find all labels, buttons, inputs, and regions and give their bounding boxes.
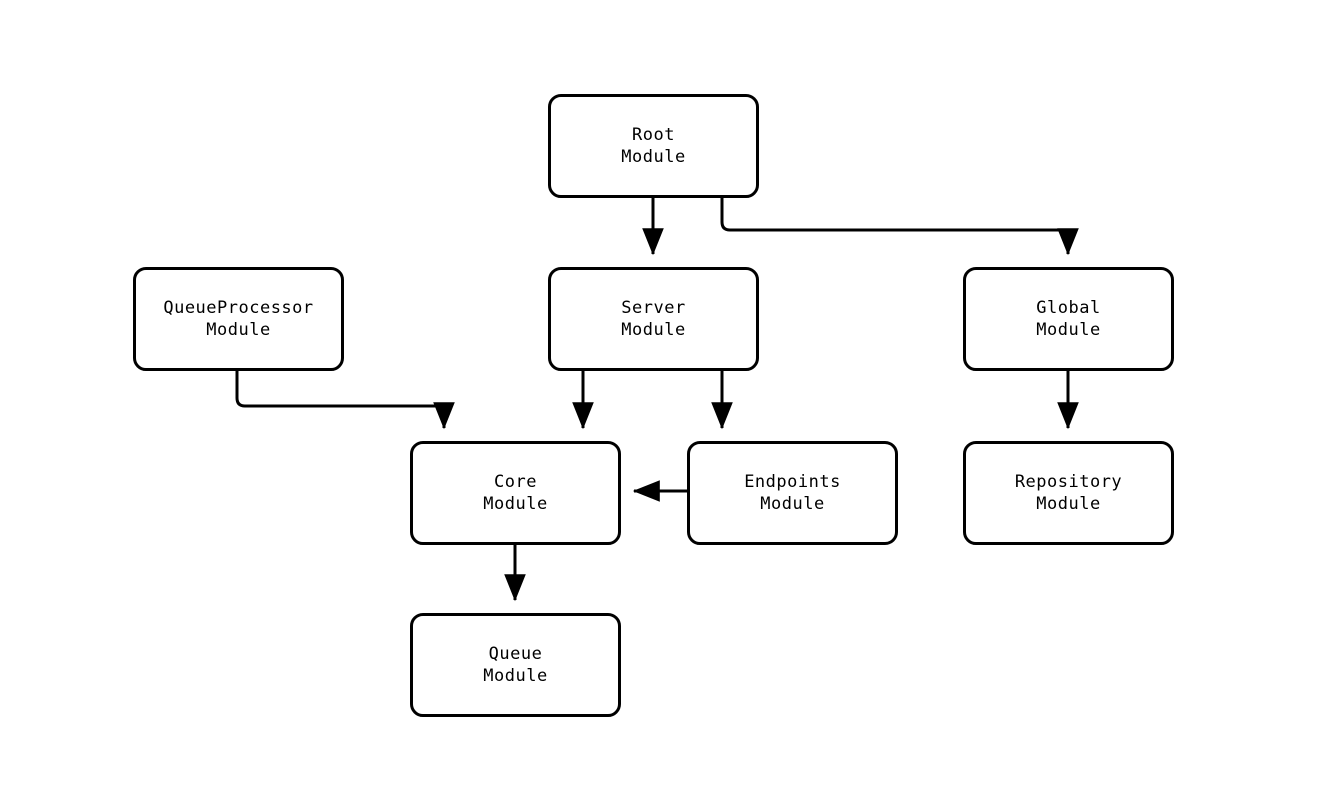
edges-group — [235, 198, 1079, 602]
node-label-name: Global — [1036, 298, 1101, 318]
node-label-name: Endpoints — [744, 472, 841, 492]
node-label-name: Queue — [488, 644, 543, 664]
node-label-suffix: Module — [621, 147, 686, 167]
node-label-suffix: Module — [1036, 494, 1101, 514]
node-label-name: Server — [621, 298, 686, 318]
node-label-suffix: Module — [760, 494, 825, 514]
node-label-name: QueueProcessor — [163, 298, 314, 318]
edge-root-to-global — [720, 198, 1079, 256]
node-label-name: Core — [494, 472, 537, 492]
node-label-name: Root — [632, 125, 675, 145]
edge-queueprocessor-to-core — [235, 371, 455, 430]
node-label-suffix: Module — [483, 666, 548, 686]
node-label-suffix: Module — [206, 320, 271, 340]
node-label-suffix: Module — [621, 320, 686, 340]
node-label-suffix: Module — [1036, 320, 1101, 340]
node-label-suffix: Module — [483, 494, 548, 514]
node-label-name: Repository — [1014, 472, 1123, 492]
